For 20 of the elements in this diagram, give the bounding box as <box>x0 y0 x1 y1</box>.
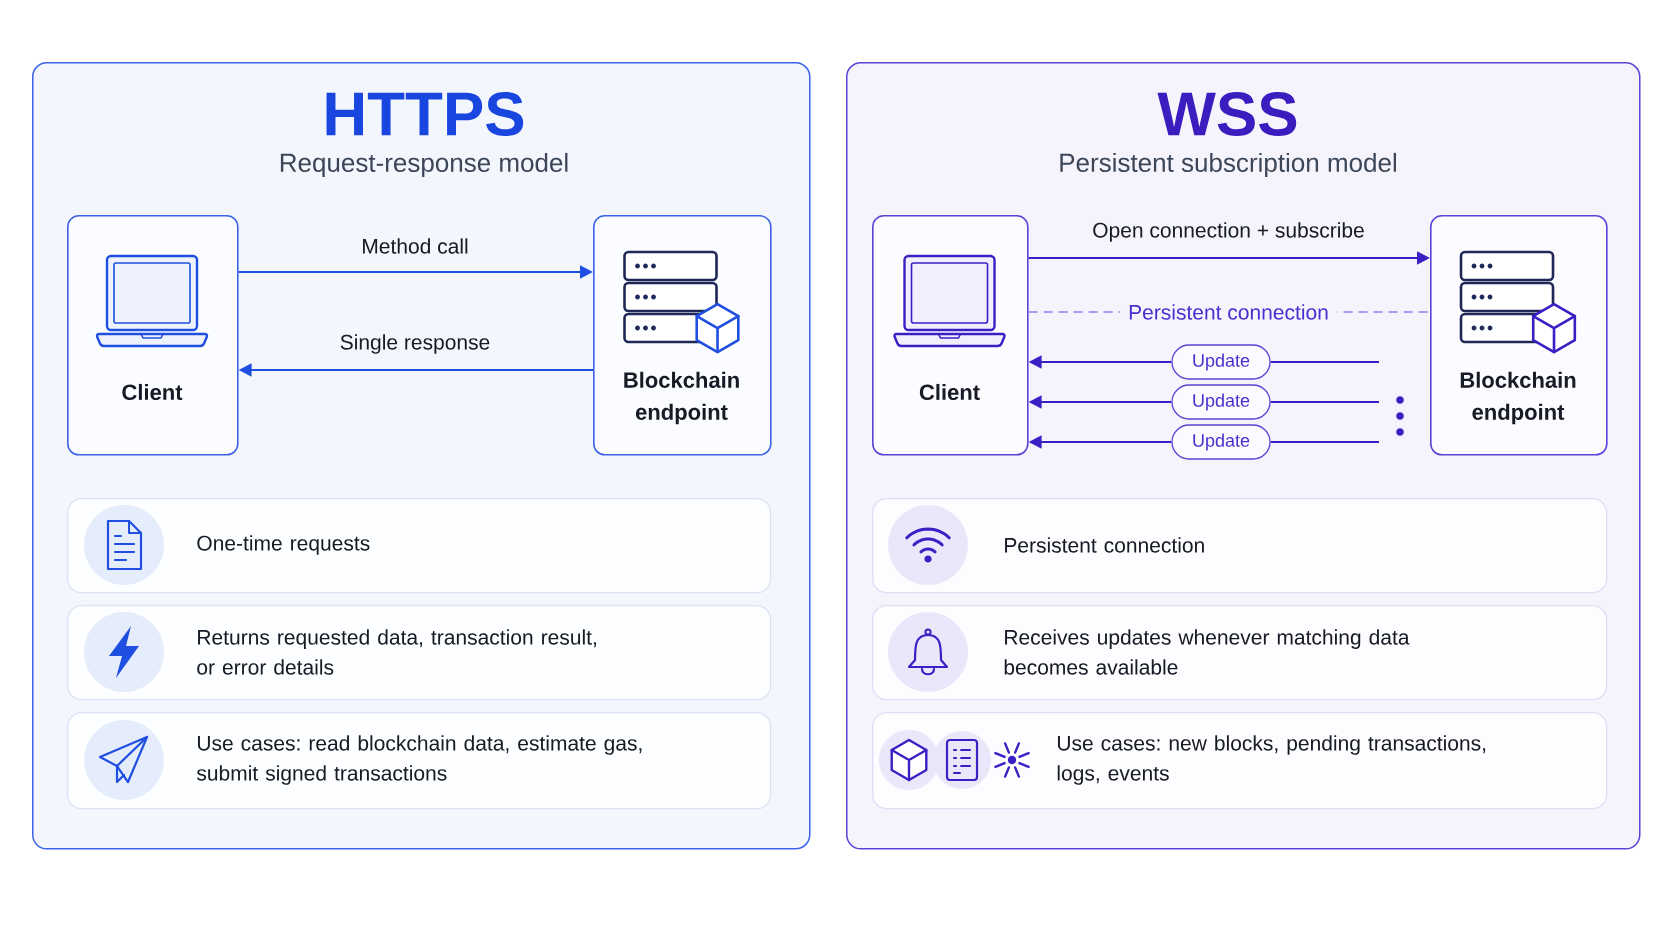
info-card: Use cases: read blockchain data, estimate gas, submit signed transactions <box>67 712 772 810</box>
edge-label: Persistent connection <box>1120 302 1337 322</box>
info-card: Persistent connection <box>872 498 1608 594</box>
info-card: Receives updates whenever matching data becomes available <box>872 605 1608 701</box>
info-card: One-time requests <box>67 498 772 594</box>
edge-label: Single response <box>340 334 490 354</box>
panel-subtitle: Request-response model <box>280 152 568 178</box>
info-card: Use cases: new blocks, pending transactions, logs, events <box>872 712 1608 810</box>
update-pill: Update <box>1171 424 1271 460</box>
panel-title: HTTPS <box>326 92 524 136</box>
info-card: Returns requested data, transaction result, or error details <box>67 605 772 701</box>
panel-title: WSS <box>1157 92 1297 136</box>
connector-line <box>1270 400 1379 404</box>
edge-label: Open connection + subscribe <box>1093 222 1364 242</box>
edge-label: Method call <box>363 238 468 254</box>
panel-subtitle: Persistent subscription model <box>1060 152 1396 178</box>
connector-line <box>1270 440 1379 444</box>
update-pill: Update <box>1171 384 1271 420</box>
update-pill: Update <box>1171 344 1271 380</box>
connector-line <box>1270 360 1379 364</box>
